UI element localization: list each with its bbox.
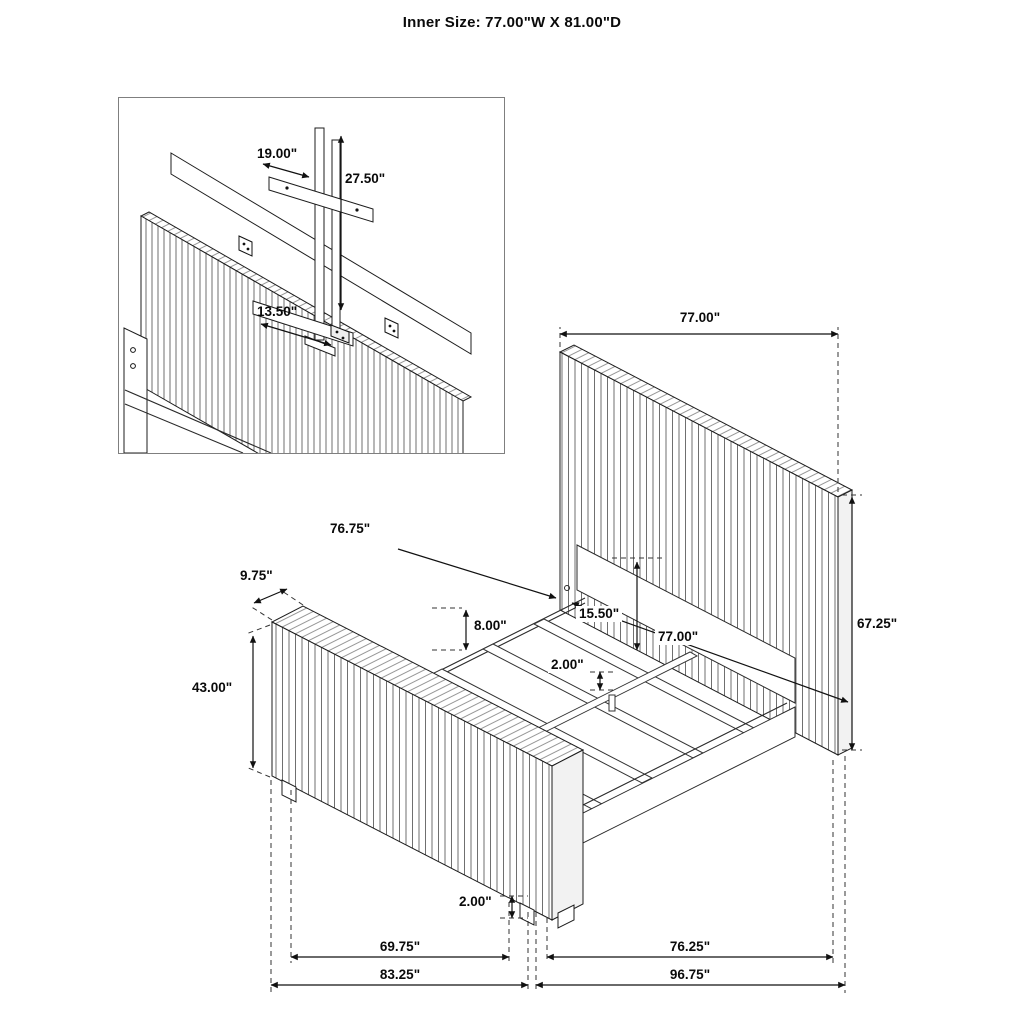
extension-lines — [245, 327, 862, 993]
dim-footboard-outer-width: 83.25" — [379, 967, 421, 982]
dim-slat-thickness: 2.00" — [548, 657, 587, 673]
dim-leg-height: 2.00" — [459, 894, 492, 909]
dim-overall-depth: 96.75" — [669, 967, 711, 982]
dim-rail-height: 8.00" — [471, 618, 510, 634]
dim-side-rail-length: 76.75" — [330, 521, 371, 536]
dim-headboard-height: 67.25" — [857, 616, 898, 631]
page-title: Inner Size: 77.00"W X 81.00"D — [402, 14, 622, 31]
dim-inner-width: 77.00" — [655, 629, 702, 645]
dim-footboard-height: 43.00" — [192, 680, 233, 695]
headboard-support-detail-inset: 19.00" 27.50" 13.50" — [118, 97, 505, 454]
dim-headboard-width: 77.00" — [679, 310, 721, 325]
frame-rails — [123, 327, 272, 453]
headboard — [558, 344, 854, 756]
dim-footboard-thickness: 9.75" — [240, 568, 273, 583]
dim-footboard-inner-width: 69.75" — [379, 939, 421, 954]
dim-inset-support-height: 27.50" — [345, 171, 386, 186]
dim-inset-cleat-length: 19.00" — [257, 146, 298, 161]
dim-inset-lower-cleat-length: 13.50" — [257, 304, 298, 319]
inset-dimension-lines — [260, 135, 345, 347]
dim-inner-depth-right: 76.25" — [669, 939, 711, 954]
headboard-support-detail-drawing — [123, 127, 473, 453]
dim-headboard-panel-height: 15.50" — [576, 606, 623, 622]
footboard — [270, 605, 585, 929]
dimension-lines — [249, 330, 856, 989]
